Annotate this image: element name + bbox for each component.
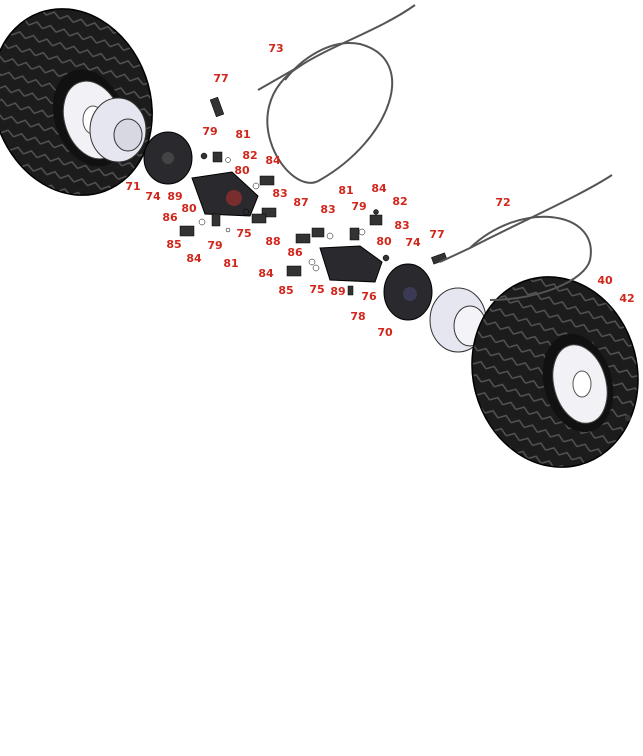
callout-label: 40 (597, 274, 613, 287)
callout-label: 88 (265, 235, 280, 248)
callout-label: 81 (235, 128, 250, 141)
right-motor (319, 245, 383, 283)
left-fittings (179, 96, 277, 237)
callout-label: 81 (338, 184, 353, 197)
callout-label: 85 (278, 284, 293, 297)
callout-label: 76 (361, 290, 377, 303)
callout-label: 80 (181, 202, 197, 215)
callout-label: 84 (258, 267, 274, 280)
callout-label: 83 (394, 219, 409, 232)
callout-label: 77 (213, 72, 228, 85)
cable-72 (439, 174, 613, 301)
callout-label: 87 (293, 196, 308, 209)
callout-label: 79 (351, 200, 366, 213)
callout-label: 89 (330, 285, 345, 298)
callout-label: 71 (125, 180, 140, 193)
callout-label: 75 (236, 227, 251, 240)
cable-73 (257, 4, 416, 184)
callout-label: 70 (377, 326, 393, 339)
left-gearbox (143, 131, 193, 185)
callout-label: 79 (202, 125, 217, 138)
callout-label: 86 (162, 211, 178, 224)
callout-label: 74 (145, 190, 161, 203)
callout-label: 78 (350, 310, 365, 323)
left-wheel-hub (89, 97, 147, 163)
callout-label: 80 (376, 235, 392, 248)
callout-label: 72 (495, 196, 510, 209)
left-wheel (0, 8, 153, 196)
callout-label: 79 (207, 239, 222, 252)
callout-label: 73 (268, 42, 283, 55)
callout-label: 77 (429, 228, 444, 241)
callout-label: 89 (167, 190, 182, 203)
callout-label: 82 (242, 149, 257, 162)
callout-label: 86 (287, 246, 303, 259)
callout-label: 81 (223, 257, 238, 270)
callout-label: 82 (392, 195, 407, 208)
center-fittings (286, 209, 448, 296)
callout-label: 74 (405, 236, 421, 249)
callout-label: 75 (309, 283, 324, 296)
callout-label: 85 (166, 238, 181, 251)
callout-label: 83 (320, 203, 335, 216)
left-motor (191, 171, 259, 217)
callout-label: 83 (272, 187, 287, 200)
right-gearbox (383, 263, 433, 321)
callout-label: 80 (234, 164, 250, 177)
callout-label: 84 (265, 154, 281, 167)
callout-label: 84 (186, 252, 202, 265)
right-wheel (471, 276, 639, 468)
callout-label: 84 (371, 182, 387, 195)
callout-label: 42 (619, 292, 634, 305)
